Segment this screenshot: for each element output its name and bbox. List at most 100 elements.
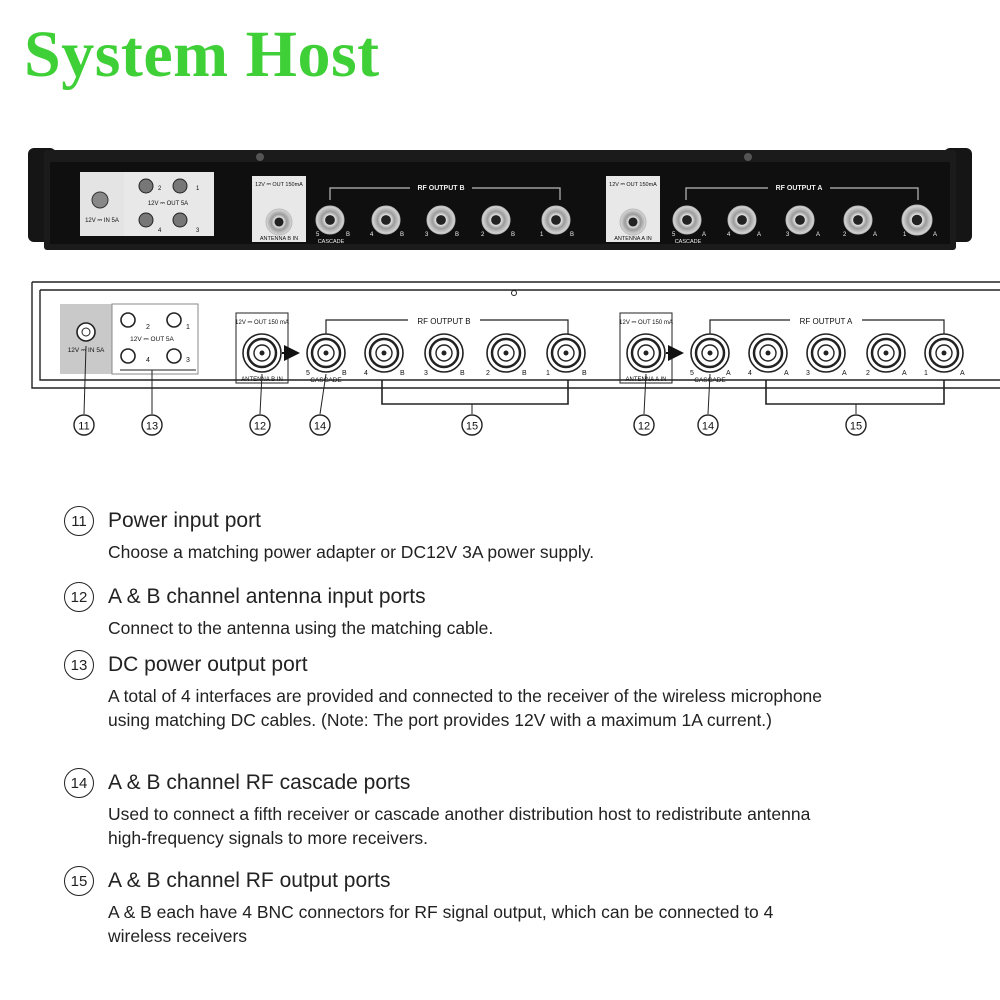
callout-number: 15 [64, 866, 94, 896]
svg-text:ANTENNA A IN: ANTENNA A IN [614, 236, 652, 242]
port-number-label: 3 [424, 370, 428, 377]
channel-letter-label: A [873, 232, 877, 238]
screw [744, 153, 752, 161]
bnc-pin-photo [325, 215, 335, 225]
port-number-label: 4 [370, 232, 374, 238]
svg-text:ANTENNA B IN: ANTENNA B IN [260, 236, 298, 242]
bnc-pin-photo [795, 215, 805, 225]
callout-number: 13 [64, 650, 94, 680]
bnc-inner [435, 344, 453, 362]
port-number-label: 2 [486, 370, 490, 377]
bnc-pin-photo [436, 215, 446, 225]
photo-dc-out-panel [124, 172, 214, 236]
bnc-ring [490, 337, 522, 369]
page-title: System Host [24, 18, 380, 91]
bnc-pin-photo [911, 214, 923, 226]
callout-circle [461, 414, 483, 436]
channel-letter-label: A [784, 370, 789, 377]
item-title: A & B channel RF cascade ports [108, 771, 411, 794]
port-number-label: 1 [924, 370, 928, 377]
port-number-label: 1 [540, 232, 544, 238]
bnc-inner [877, 344, 895, 362]
bnc-inner [497, 344, 515, 362]
callout-number: 11 [64, 506, 94, 536]
channel-letter-label: B [455, 232, 459, 238]
channel-letter-label: A [960, 370, 965, 377]
bnc-ring [870, 337, 902, 369]
svg-text:CASCADE: CASCADE [310, 377, 342, 384]
port-number-label: 1 [903, 232, 907, 238]
bnc-ring [246, 337, 278, 369]
bnc-inner [253, 344, 271, 362]
channel-letter-label: A [702, 232, 706, 238]
svg-text:12V ⎓ OUT 150mA: 12V ⎓ OUT 150mA [609, 182, 657, 188]
item-description: Choose a matching power adapter or DC12V… [108, 542, 595, 562]
bnc-pin-photo [737, 215, 747, 225]
bnc-pin [441, 350, 447, 356]
bnc-inner [817, 344, 835, 362]
svg-text:RF OUTPUT A: RF OUTPUT A [776, 185, 823, 192]
bnc-ring [928, 337, 960, 369]
bnc-ring [752, 337, 784, 369]
svg-text:RF OUTPUT B: RF OUTPUT B [417, 317, 470, 326]
screw [256, 153, 264, 161]
svg-text:CASCADE: CASCADE [694, 377, 726, 384]
bnc-pin [259, 350, 265, 356]
bnc-ring [630, 337, 662, 369]
channel-letter-label: A [902, 370, 907, 377]
svg-text:3: 3 [186, 357, 190, 364]
channel-letter-label: B [346, 232, 350, 238]
svg-text:RF OUTPUT A: RF OUTPUT A [800, 317, 853, 326]
bnc-ring [310, 337, 342, 369]
item-description: A total of 4 interfaces are provided and… [108, 686, 823, 730]
callout-number: 14 [314, 421, 326, 433]
bnc-ring [428, 337, 460, 369]
svg-text:4: 4 [158, 228, 162, 234]
port-number-label: 2 [866, 370, 870, 377]
bnc-pin-photo [381, 215, 391, 225]
callout-number: 13 [146, 421, 158, 433]
item-title: A & B channel RF output ports [108, 869, 391, 892]
callout-number: 14 [64, 768, 94, 798]
callout-number: 12 [254, 421, 266, 433]
channel-letter-label: A [726, 370, 731, 377]
svg-text:12V ⎓ OUT 5A: 12V ⎓ OUT 5A [148, 201, 188, 207]
callout-circle [141, 414, 163, 436]
channel-letter-label: A [842, 370, 847, 377]
port-number-label: 4 [727, 232, 731, 238]
item-title: DC power output port [108, 653, 308, 676]
port-number-label: 3 [786, 232, 790, 238]
callout-number: 15 [466, 421, 478, 433]
channel-letter-label: B [570, 232, 574, 238]
svg-text:1: 1 [186, 324, 190, 331]
svg-text:3: 3 [196, 228, 200, 234]
legend-item-15: 15 A & B channel RF output ports A & B ea… [64, 866, 944, 948]
channel-letter-label: A [933, 232, 937, 238]
channel-letter-label: B [400, 232, 404, 238]
bnc-inner [701, 344, 719, 362]
channel-letter-label: B [460, 370, 465, 377]
channel-letter-label: B [511, 232, 515, 238]
item-description: Connect to the antenna using the matchin… [108, 618, 494, 638]
bnc-pin-photo [274, 217, 284, 227]
port-number-label: 5 [672, 232, 676, 238]
callout-number: 15 [850, 421, 862, 433]
channel-letter-label: B [582, 370, 587, 377]
bnc-pin [941, 350, 947, 356]
dc-out-port [166, 312, 182, 328]
bnc-inner [557, 344, 575, 362]
channel-letter-label: B [522, 370, 527, 377]
bnc-pin [765, 350, 771, 356]
legend-item-13: 13 DC power output port A total of 4 inte… [64, 650, 944, 732]
bnc-pin [503, 350, 509, 356]
svg-text:2: 2 [158, 186, 162, 192]
bnc-inner [637, 344, 655, 362]
dc-out-port [120, 348, 136, 364]
channel-letter-label: B [342, 370, 347, 377]
item-description: A & B each have 4 BNC connectors for RF … [108, 902, 774, 946]
svg-text:CASCADE: CASCADE [675, 239, 702, 245]
bnc-ring [368, 337, 400, 369]
